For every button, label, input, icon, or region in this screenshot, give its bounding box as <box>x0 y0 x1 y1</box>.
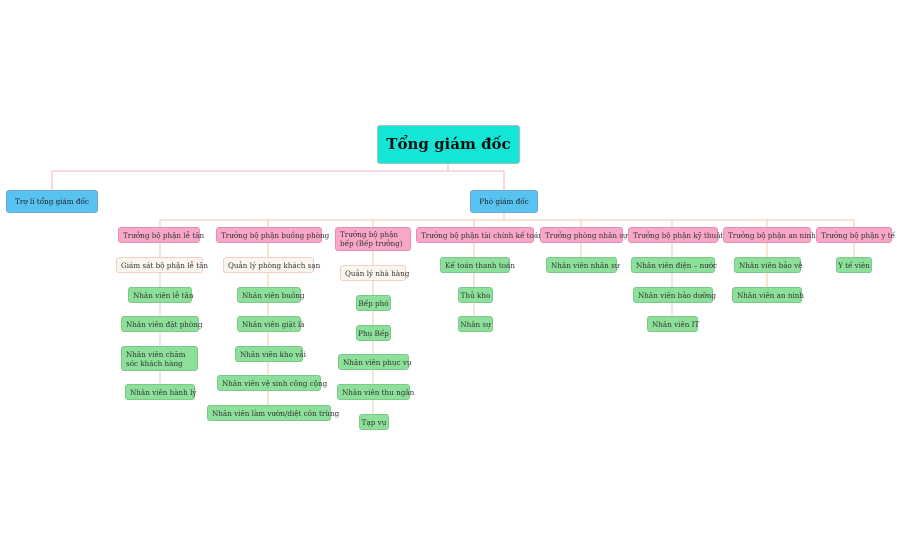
supervisor-front-office[interactable]: Giám sát bộ phận lễ tân <box>116 257 208 273</box>
staff-hr-0[interactable]: Nhân viên nhân sự <box>546 257 619 273</box>
staff-kitchen-0[interactable]: Bếp phó <box>356 295 391 311</box>
deputy-node[interactable]: Phó giám đốc <box>470 190 538 213</box>
staff-front-office-3[interactable]: Nhân viên hành lý <box>125 384 196 400</box>
head-housekeeping[interactable]: Trưởng bộ phận buồng phòng <box>216 227 329 243</box>
staff-front-office-2[interactable]: Nhân viên chăm sóc khách hàng <box>121 346 198 371</box>
staff-security-0[interactable]: Nhân viên bảo vệ <box>734 257 802 273</box>
staff-front-office-0[interactable]: Nhân viên lễ tân <box>128 287 193 303</box>
staff-finance-0[interactable]: Kế toán thanh toán <box>440 257 515 273</box>
staff-engineering-0[interactable]: Nhân viên điện – nước <box>631 257 717 273</box>
head-medical[interactable]: Trưởng bộ phận y tế <box>816 227 895 243</box>
staff-housekeeping-4[interactable]: Nhân viên làm vườn/diệt côn trùng <box>207 405 339 421</box>
staff-kitchen-2[interactable]: Nhân viên phục vụ <box>338 354 412 370</box>
staff-kitchen-3[interactable]: Nhân viên thu ngân <box>337 384 414 400</box>
staff-housekeeping-2[interactable]: Nhân viên kho vải <box>235 346 306 362</box>
staff-engineering-1[interactable]: Nhân viên bảo dưỡng <box>633 287 716 303</box>
head-kitchen[interactable]: Trưởng bộ phận bếp (Bếp trưởng) <box>335 227 411 251</box>
head-hr[interactable]: Trưởng phòng nhân sự <box>540 227 628 243</box>
staff-front-office-1[interactable]: Nhân viên đặt phòng <box>121 316 203 332</box>
head-security[interactable]: Trưởng bộ phận an ninh <box>723 227 816 243</box>
supervisor-housekeeping[interactable]: Quản lý phòng khách sạn <box>223 257 320 273</box>
staff-engineering-2[interactable]: Nhân viên IT <box>647 316 699 332</box>
staff-kitchen-4[interactable]: Tạp vụ <box>359 414 389 430</box>
staff-housekeeping-0[interactable]: Nhân viên buồng <box>237 287 305 303</box>
staff-medical-0[interactable]: Y tế viên <box>836 257 872 273</box>
head-engineering[interactable]: Trưởng bộ phận kỹ thuật <box>628 227 723 243</box>
staff-security-1[interactable]: Nhân viên an ninh <box>732 287 804 303</box>
ceo-node[interactable]: Tổng giám đốc <box>377 125 520 164</box>
staff-finance-2[interactable]: Nhân sự <box>458 316 493 332</box>
head-front-office[interactable]: Trưởng bộ phận lễ tân <box>118 227 204 243</box>
head-finance[interactable]: Trưởng bộ phận tài chính kế toán <box>416 227 543 243</box>
staff-kitchen-1[interactable]: Phụ Bếp <box>356 325 391 341</box>
assistant-node[interactable]: Trợ lí tổng giám đốc <box>6 190 98 213</box>
supervisor-kitchen[interactable]: Quản lý nhà hàng <box>340 265 409 281</box>
staff-housekeeping-3[interactable]: Nhân viên vệ sinh công cộng <box>217 375 327 391</box>
staff-finance-1[interactable]: Thủ kho <box>458 287 493 303</box>
staff-housekeeping-1[interactable]: Nhân viên giặt là <box>237 316 305 332</box>
